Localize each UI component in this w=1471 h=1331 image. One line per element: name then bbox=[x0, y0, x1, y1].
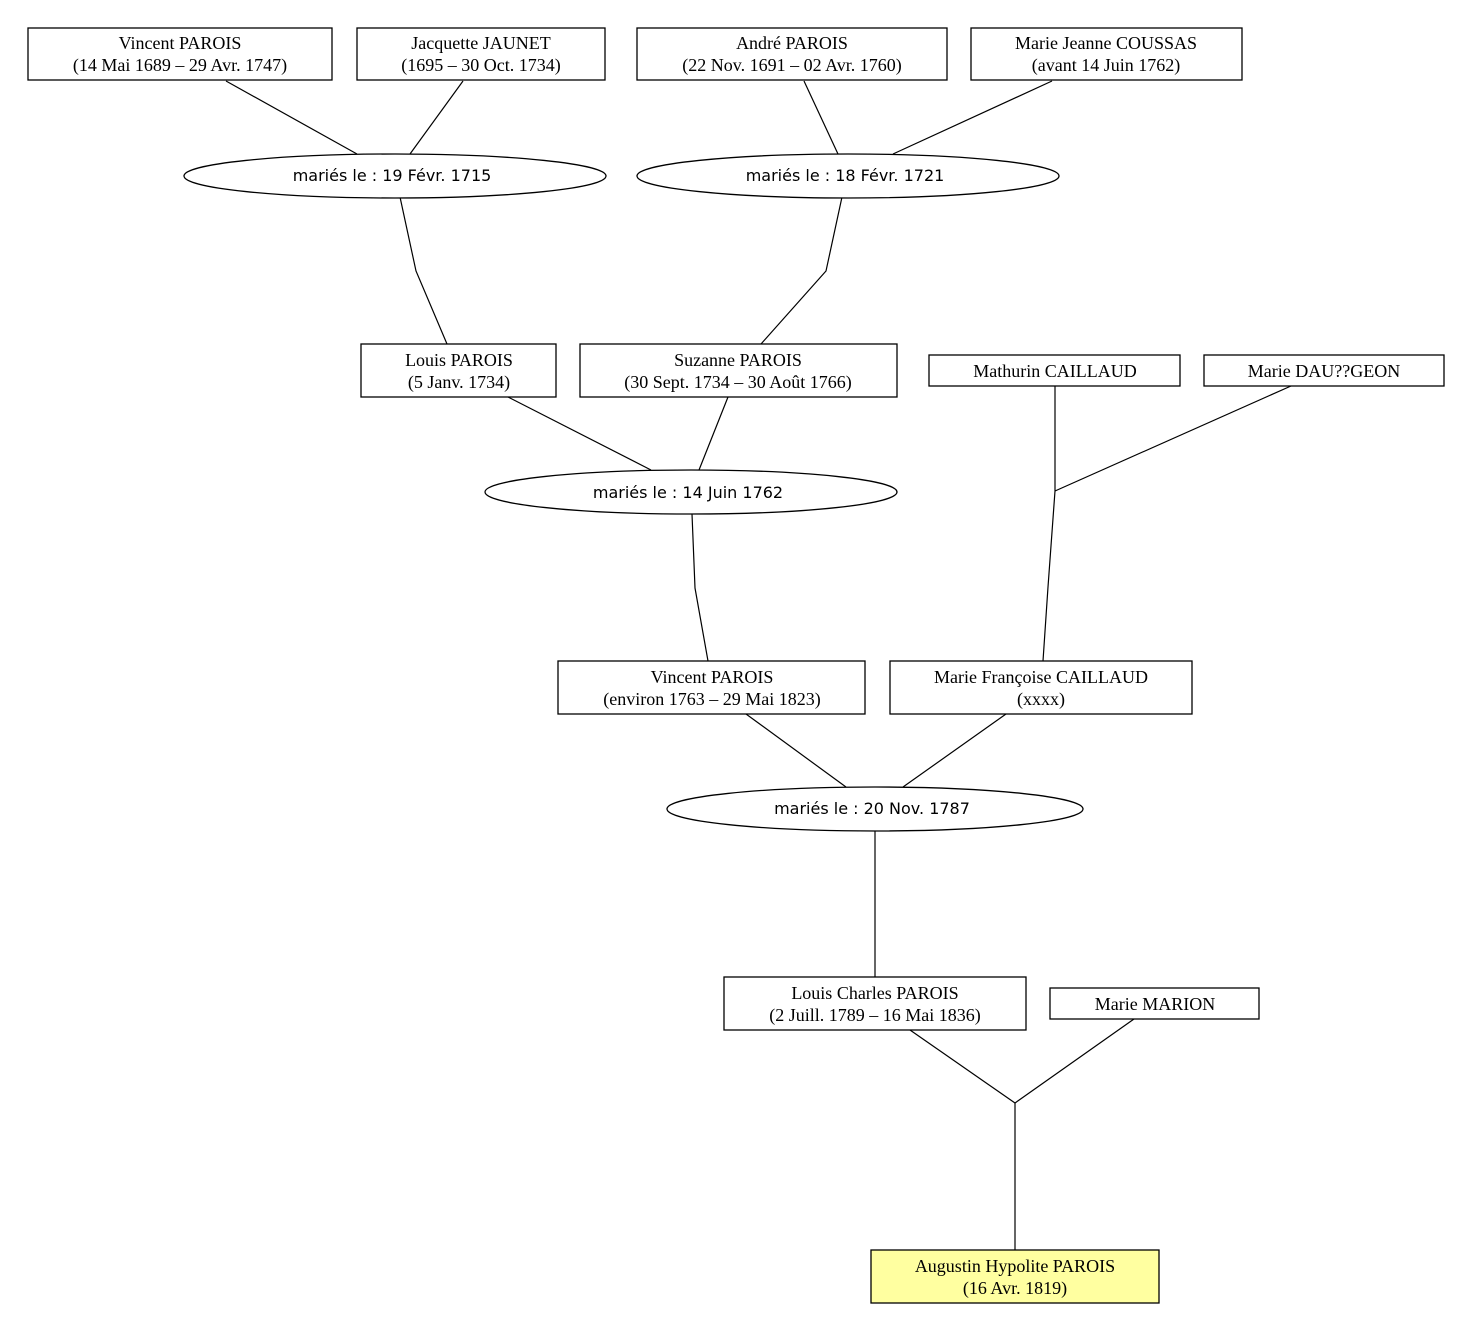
highlighted-person-box bbox=[870, 1249, 1160, 1304]
person-louis-parois: Louis PAROIS (5 Janv. 1734) bbox=[360, 343, 557, 398]
person-dates: (environ 1763 – 29 Mai 1823) bbox=[603, 689, 820, 710]
marriage-label: mariés le : 18 Févr. 1721 bbox=[746, 166, 945, 185]
edge-jacquette-to-m1715 bbox=[409, 80, 464, 155]
person-name: Marie Jeanne COUSSAS bbox=[1015, 33, 1197, 53]
edge-m1715-to-louis bbox=[399, 196, 448, 345]
person-marie-marion: Marie MARION bbox=[1049, 987, 1260, 1020]
person-name: André PAROIS bbox=[736, 33, 848, 53]
edge-andre-to-m1721 bbox=[803, 80, 839, 155]
person-name: Mathurin CAILLAUD bbox=[973, 361, 1136, 381]
marriage-1762: mariés le : 14 Juin 1762 bbox=[484, 469, 898, 515]
edge-marie-marion-to-junction bbox=[1014, 1018, 1135, 1104]
edge-marie-dau-to-junction bbox=[1054, 385, 1292, 492]
marriage-1715: mariés le : 19 Févr. 1715 bbox=[183, 153, 607, 199]
edge-m1762-to-vincent-1763 bbox=[691, 513, 709, 662]
marriage-label: mariés le : 19 Févr. 1715 bbox=[293, 166, 492, 185]
person-vincent-1689: Vincent PAROIS (14 Mai 1689 – 29 Avr. 17… bbox=[27, 27, 333, 81]
edge-vincent-1763-to-m1787 bbox=[745, 713, 847, 788]
person-vincent-1763: Vincent PAROIS (environ 1763 – 29 Mai 18… bbox=[557, 660, 866, 715]
person-marie-dau-geon: Marie DAU??GEON bbox=[1203, 354, 1445, 387]
person-jacquette-jaunet: Jacquette JAUNET (1695 – 30 Oct. 1734) bbox=[356, 27, 606, 81]
connector-lines bbox=[225, 80, 1292, 1250]
marriage-1787: mariés le : 20 Nov. 1787 bbox=[666, 786, 1084, 832]
person-dates: (16 Avr. 1819) bbox=[963, 1278, 1067, 1299]
person-name: Marie Françoise CAILLAUD bbox=[934, 667, 1148, 687]
person-dates: (14 Mai 1689 – 29 Avr. 1747) bbox=[73, 55, 287, 76]
person-name: Vincent PAROIS bbox=[119, 33, 242, 53]
edge-m1721-to-suzanne bbox=[760, 196, 843, 345]
person-name: Vincent PAROIS bbox=[651, 667, 774, 687]
person-marie-jeanne-coussas: Marie Jeanne COUSSAS (avant 14 Juin 1762… bbox=[970, 27, 1243, 81]
person-augustin-hypolite-parois: Augustin Hypolite PAROIS (16 Avr. 1819) bbox=[870, 1249, 1160, 1304]
person-dates: (avant 14 Juin 1762) bbox=[1032, 55, 1180, 76]
person-dates: (22 Nov. 1691 – 02 Avr. 1760) bbox=[682, 55, 902, 76]
person-name: Jacquette JAUNET bbox=[411, 33, 550, 53]
person-dates: (1695 – 30 Oct. 1734) bbox=[401, 55, 560, 76]
marriage-label: mariés le : 20 Nov. 1787 bbox=[774, 799, 970, 818]
person-dates: (2 Juill. 1789 – 16 Mai 1836) bbox=[769, 1005, 981, 1026]
person-name: Augustin Hypolite PAROIS bbox=[915, 1256, 1115, 1276]
marriage-1721: mariés le : 18 Févr. 1721 bbox=[636, 153, 1060, 199]
person-andre-parois: André PAROIS (22 Nov. 1691 – 02 Avr. 176… bbox=[636, 27, 948, 81]
edge-vincent-1689-to-m1715 bbox=[225, 80, 358, 155]
person-mathurin-caillaud: Mathurin CAILLAUD bbox=[928, 354, 1181, 387]
person-dates: (5 Janv. 1734) bbox=[408, 372, 510, 393]
person-louis-charles-parois: Louis Charles PAROIS (2 Juill. 1789 – 16… bbox=[723, 976, 1027, 1031]
person-name: Louis Charles PAROIS bbox=[791, 983, 958, 1003]
person-suzanne-parois: Suzanne PAROIS (30 Sept. 1734 – 30 Août … bbox=[579, 343, 898, 398]
person-name: Marie MARION bbox=[1095, 994, 1215, 1014]
person-name: Louis PAROIS bbox=[405, 350, 513, 370]
edge-louis-to-m1762 bbox=[507, 396, 652, 471]
person-name: Marie DAU??GEON bbox=[1248, 361, 1400, 381]
person-name: Suzanne PAROIS bbox=[674, 350, 802, 370]
person-dates: (xxxx) bbox=[1017, 689, 1065, 710]
person-marie-francoise-caillaud: Marie Françoise CAILLAUD (xxxx) bbox=[889, 660, 1193, 715]
marriage-label: mariés le : 14 Juin 1762 bbox=[593, 483, 783, 502]
edge-louis-charles-to-junction bbox=[909, 1029, 1016, 1104]
person-dates: (30 Sept. 1734 – 30 Août 1766) bbox=[624, 372, 852, 393]
edge-suzanne-to-m1762 bbox=[698, 396, 729, 471]
edge-junction-to-marie-francoise bbox=[1042, 490, 1056, 662]
edge-marie-francoise-to-m1787 bbox=[902, 713, 1007, 788]
edge-marie-jeanne-to-m1721 bbox=[892, 80, 1053, 155]
